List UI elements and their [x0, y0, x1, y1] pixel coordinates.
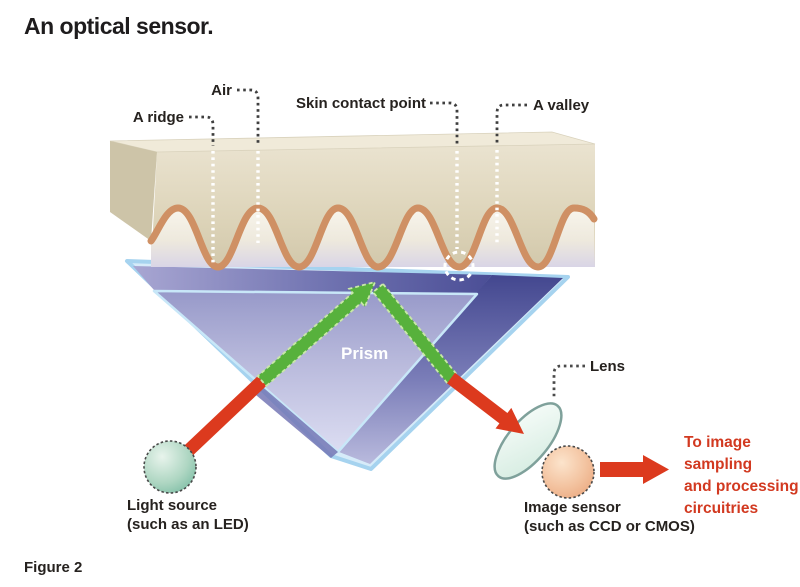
- image-sensor: [541, 445, 595, 499]
- ridge-label: A ridge: [133, 109, 184, 126]
- light-source-detail: (such as an LED): [127, 516, 249, 533]
- skin-front-face: [151, 144, 595, 267]
- air-leader-dark: [237, 88, 260, 146]
- output-label-line4: circuitries: [684, 500, 758, 517]
- air-gap-arch: [299, 208, 378, 267]
- light-source-label: Light source: [127, 497, 217, 514]
- output-destination-label: To image sampling and processing circuit…: [684, 434, 799, 517]
- valley-label: A valley: [533, 97, 590, 114]
- output-label-line2: sampling: [684, 456, 752, 473]
- internal-beam-green-down: [371, 282, 460, 386]
- skin-top-face: [109, 131, 596, 153]
- output-label-line1: To image: [684, 434, 751, 451]
- figure-caption: Figure 2: [24, 559, 82, 576]
- output-arrow-red: [600, 455, 669, 484]
- figure-title: An optical sensor.: [24, 13, 213, 39]
- lens-label: Lens: [590, 358, 625, 375]
- skin-contact-point-label: Skin contact point: [296, 95, 426, 112]
- incident-beam-red: [182, 376, 267, 457]
- prism-lower-left-face: [250, 383, 338, 458]
- air-gap-arch: [218, 208, 299, 267]
- reflected-beam-red-arrow: [447, 372, 524, 434]
- prism-top-face: [133, 266, 492, 293]
- image-sensor-label: Image sensor: [524, 499, 621, 516]
- fingerprint-ridge-wave: [147, 204, 598, 271]
- skin-contact-marker-circle: [443, 250, 475, 282]
- output-label-line3: and processing: [684, 478, 799, 495]
- air-label: Air: [211, 82, 232, 99]
- light-source: [143, 440, 197, 494]
- skin-left-face: [110, 141, 157, 241]
- leader-lines: [189, 88, 585, 399]
- finger-skin-slab: [109, 131, 598, 271]
- prism-label: Prism: [341, 344, 388, 363]
- image-sensor-detail: (such as CCD or CMOS): [524, 518, 695, 535]
- prism-front-face: [152, 289, 479, 454]
- air-gap-arch: [378, 208, 459, 267]
- skin-contact-leader-dark: [430, 101, 459, 146]
- lens-leader-dark: [552, 364, 585, 399]
- air-gap-arch: [459, 208, 538, 267]
- internal-beam-green-up-arrow: [256, 280, 377, 388]
- light-path: [182, 280, 669, 484]
